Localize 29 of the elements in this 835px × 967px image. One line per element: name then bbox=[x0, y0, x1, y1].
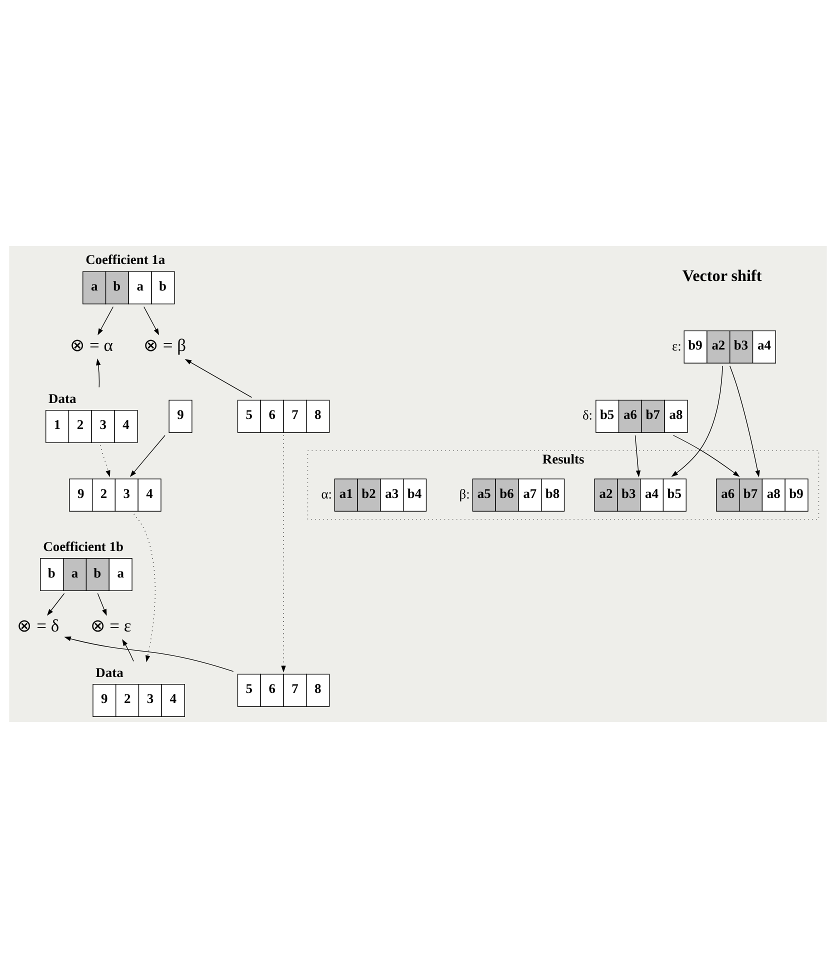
arrow bbox=[133, 513, 155, 662]
node-label: δ: bbox=[582, 407, 592, 422]
arrow bbox=[64, 636, 234, 672]
arrow bbox=[143, 306, 159, 335]
arrow bbox=[122, 638, 134, 662]
arrow bbox=[99, 444, 110, 477]
node-text: ⊗ = δ bbox=[16, 615, 59, 636]
node-text: ⊗ = α bbox=[70, 334, 112, 355]
node-label: β: bbox=[458, 486, 470, 501]
arrow bbox=[96, 592, 106, 616]
node-label: Data bbox=[48, 390, 76, 406]
node-label: Data bbox=[95, 664, 123, 680]
node-label: ε: bbox=[671, 338, 681, 353]
arrow bbox=[634, 434, 640, 477]
arrow bbox=[97, 306, 113, 335]
arrow bbox=[184, 358, 252, 398]
arrow bbox=[280, 434, 286, 672]
arrow bbox=[96, 358, 100, 388]
arrow bbox=[129, 434, 165, 476]
arrow bbox=[670, 365, 722, 476]
arrow bbox=[46, 592, 64, 616]
arrow bbox=[672, 434, 740, 476]
arrow bbox=[729, 365, 760, 477]
node-text: ⊗ = β bbox=[142, 334, 186, 355]
node-label: α: bbox=[320, 486, 332, 501]
node-text: ⊗ = ε bbox=[90, 615, 131, 636]
label: Vector shift bbox=[682, 268, 762, 285]
node-label: Coefficient 1b bbox=[42, 538, 123, 554]
node-label: Coefficient 1a bbox=[85, 252, 165, 267]
